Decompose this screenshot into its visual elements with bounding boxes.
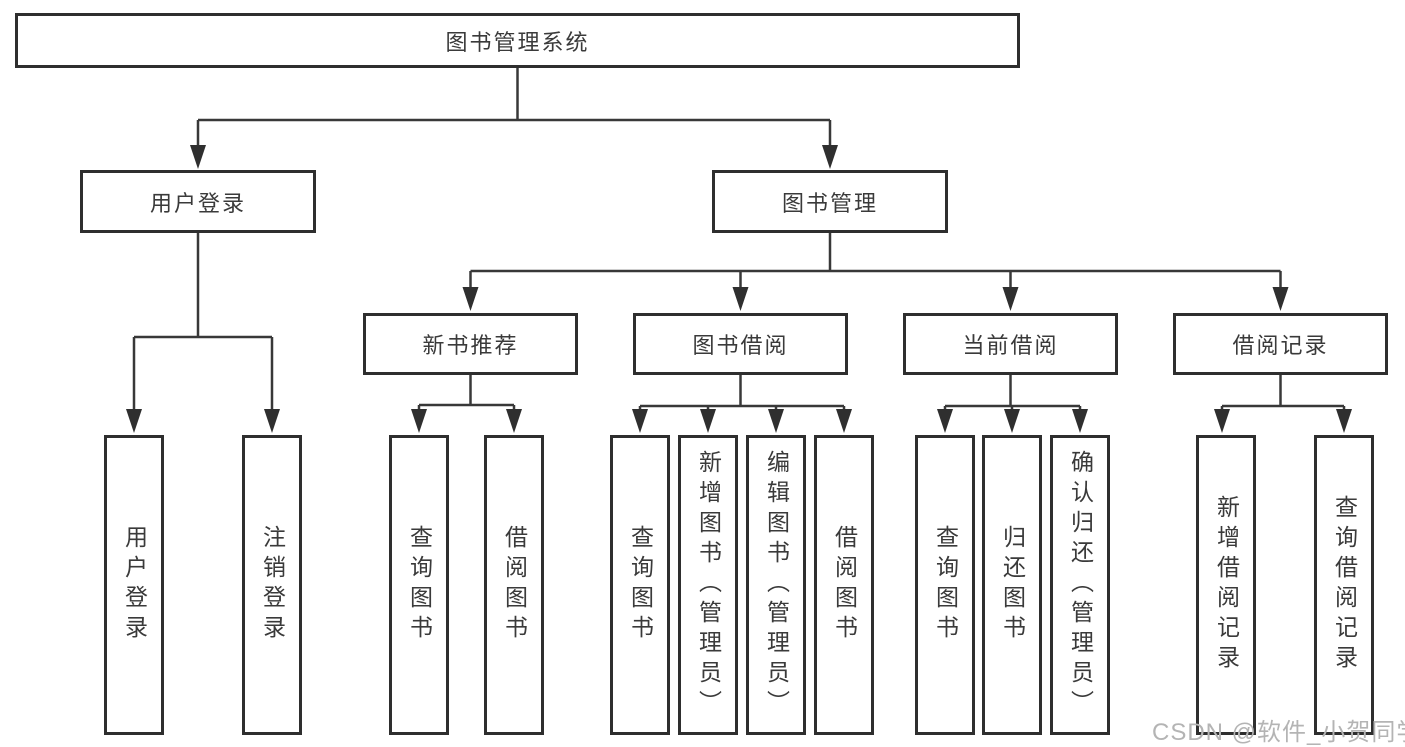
arrowheads	[126, 145, 1352, 433]
node-user-login: 用户登录	[80, 170, 316, 233]
node-current-borrow: 当前借阅	[903, 313, 1118, 375]
leaf-query-books: 查询图书	[610, 435, 670, 735]
node-label: 当前借阅	[962, 333, 1059, 358]
node-book-borrow: 图书借阅	[633, 313, 848, 375]
node-label: 借阅记录	[1232, 333, 1329, 358]
leaf-borrow-books: 借阅图书	[484, 435, 544, 735]
node-label: 新增图书（管理员）	[695, 450, 722, 720]
csdn-watermark: CSDN @软件_小贺同学	[1152, 719, 1405, 746]
leaf-user-login: 用户登录	[104, 435, 164, 735]
leaf-borrow-books: 借阅图书	[814, 435, 874, 735]
leaf-query-books: 查询图书	[389, 435, 449, 735]
leaf-confirm-return-admin: 确认归还（管理员）	[1050, 435, 1110, 735]
node-label: 新增借阅记录	[1213, 495, 1240, 675]
leaf-add-books-admin: 新增图书（管理员）	[678, 435, 738, 735]
node-label: 图书管理系统	[445, 29, 590, 55]
leaf-logout: 注销登录	[242, 435, 302, 735]
node-label: 查询借阅记录	[1331, 495, 1358, 675]
node-label: 用户登录	[121, 525, 148, 645]
node-label: 编辑图书（管理员）	[763, 450, 790, 720]
node-label: 图书管理	[781, 190, 878, 216]
node-label: 借阅图书	[501, 525, 528, 645]
leaf-return-books: 归还图书	[982, 435, 1042, 735]
leaf-add-borrow-record: 新增借阅记录	[1196, 435, 1256, 735]
node-label: 图书借阅	[692, 333, 789, 358]
node-label: 查询图书	[406, 525, 433, 645]
node-label: 新书推荐	[422, 333, 519, 358]
node-label: 用户登录	[149, 190, 246, 216]
node-label: 借阅图书	[831, 525, 858, 645]
node-system-root: 图书管理系统	[15, 13, 1020, 68]
leaf-query-books: 查询图书	[915, 435, 975, 735]
node-book-management: 图书管理	[712, 170, 948, 233]
node-label: 归还图书	[999, 525, 1026, 645]
node-label: 注销登录	[259, 525, 286, 645]
node-borrow-records: 借阅记录	[1173, 313, 1388, 375]
leaf-query-borrow-record: 查询借阅记录	[1314, 435, 1374, 735]
node-label: 确认归还（管理员）	[1067, 450, 1094, 720]
node-new-book-recommend: 新书推荐	[363, 313, 578, 375]
leaf-edit-books-admin: 编辑图书（管理员）	[746, 435, 806, 735]
node-label: 查询图书	[932, 525, 959, 645]
node-label: 查询图书	[627, 525, 654, 645]
